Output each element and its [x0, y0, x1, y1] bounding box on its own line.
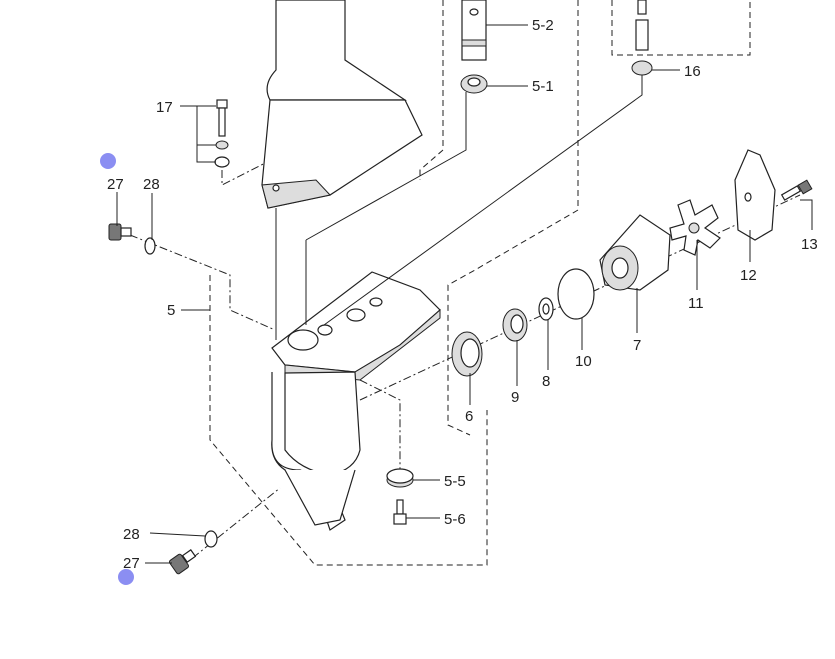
- shaft-leader-5-1: [305, 92, 467, 241]
- centerline-5-5: [359, 379, 401, 475]
- centerline-17: [221, 157, 276, 186]
- collar-8: [538, 297, 554, 321]
- pump-housing-7: [599, 214, 671, 291]
- bearing-6: [451, 331, 483, 377]
- marker-dot-bottom[interactable]: [118, 569, 134, 585]
- label-10: 10: [575, 353, 592, 370]
- driveshaft-part: [461, 0, 487, 61]
- bearing-5-1: [460, 74, 488, 94]
- upper-case-outline: [419, 0, 579, 436]
- label-11: 11: [688, 295, 704, 312]
- label-5-5: 5-5: [444, 473, 466, 490]
- lower-case-outline: [209, 275, 488, 566]
- leader-lines: [116, 24, 813, 564]
- label-27-bottom: 27: [123, 555, 140, 572]
- seal-9: [502, 308, 528, 342]
- label-16: 16: [684, 63, 701, 80]
- lower-gearcase: [271, 271, 441, 531]
- washer-28-bottom: [204, 530, 218, 548]
- shift-rod-part: [631, 0, 653, 76]
- washer-28-top: [144, 237, 156, 255]
- centerline-drain: [179, 487, 281, 569]
- bolt-27-top: [108, 223, 132, 241]
- label-28-top: 28: [143, 176, 160, 193]
- label-17: 17: [156, 99, 173, 116]
- label-9: 9: [511, 389, 519, 406]
- label-12: 12: [740, 267, 757, 284]
- marker-dot-top[interactable]: [100, 153, 116, 169]
- label-28-bottom: 28: [123, 526, 140, 543]
- label-5: 5: [167, 302, 175, 319]
- pump-cover-12: [734, 149, 776, 241]
- driveshaft-housing: [261, 0, 423, 209]
- label-5-1: 5-1: [532, 78, 554, 95]
- bolt-17: [214, 99, 230, 168]
- label-5-2: 5-2: [532, 17, 554, 34]
- bolt-27-bottom: [168, 549, 197, 575]
- o-ring-10: [557, 268, 595, 320]
- label-8: 8: [542, 373, 550, 390]
- bolt-13: [780, 179, 813, 201]
- label-6: 6: [465, 408, 473, 425]
- impeller-11: [669, 199, 721, 256]
- shaft-leader-16: [323, 75, 643, 326]
- bolt-5-6: [393, 499, 407, 525]
- centerline-bolts-top: [129, 234, 276, 331]
- label-13: 13: [801, 236, 818, 253]
- label-5-6: 5-6: [444, 511, 466, 528]
- label-27-top: 27: [107, 176, 124, 193]
- label-7: 7: [633, 337, 641, 354]
- pump-kit-outline: [611, 0, 751, 56]
- grommet-5-5: [386, 468, 414, 488]
